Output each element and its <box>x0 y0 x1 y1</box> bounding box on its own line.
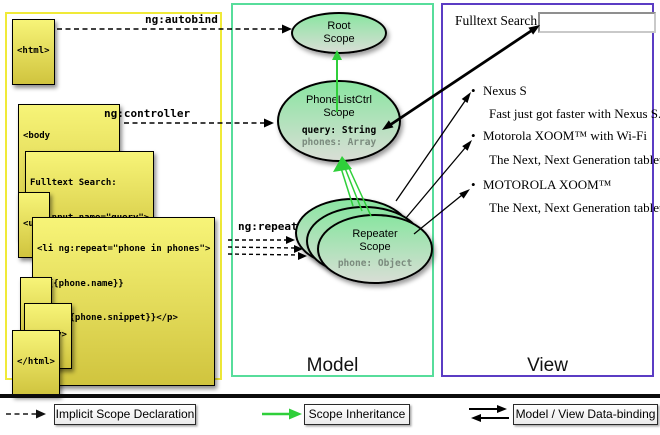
view-item-title: • Motorola XOOM™ with Wi-Fi <box>471 128 647 144</box>
scope-title: Scope <box>323 106 355 119</box>
model-column-frame <box>231 3 434 377</box>
view-search-input[interactable] <box>538 12 656 33</box>
code-box-html-open: <html> <box>12 19 55 85</box>
scope-title: Root <box>327 20 351 32</box>
scope-title: Scope <box>359 241 391 253</box>
root-scope-ellipse: Root Scope <box>291 12 387 54</box>
view-item-title: • Nexus S <box>471 83 527 99</box>
code-text: Fulltext Search: <box>30 178 117 188</box>
legend-binding-double-arrow-icon <box>469 405 509 422</box>
ng-controller-label: ng:controller <box>104 107 191 120</box>
code-text: {{phone.name}} <box>37 278 124 289</box>
ng-repeat-label: ng:repeat <box>238 220 298 233</box>
bullet-icon: • <box>471 83 476 98</box>
scope-title: PhoneListCtrl <box>305 93 373 106</box>
code-text: <html> <box>17 46 50 56</box>
view-item-title-text: Nexus S <box>483 83 527 98</box>
view-item-title: • MOTOROLA XOOM™ <box>471 177 611 193</box>
scope-property-phones: phones: Array <box>301 136 377 148</box>
legend-inheritance-arrow-icon <box>262 408 302 420</box>
repeater-scope-ellipse-front: Repeater Scope phone: Object <box>317 214 433 284</box>
view-search-label: Fulltext Search: <box>455 13 541 28</box>
code-text: </html> <box>17 357 55 367</box>
bullet-icon: • <box>471 177 476 192</box>
view-item-title-text: MOTOROLA XOOM™ <box>483 177 612 192</box>
bullet-icon: • <box>471 128 476 143</box>
scope-title: Scope <box>323 33 355 45</box>
legend-scope-inheritance-label: Scope Inheritance <box>304 404 410 425</box>
scope-title: Repeater <box>352 228 398 240</box>
phonelistctrl-scope-ellipse: PhoneListCtrl Scope query: String phones… <box>277 80 401 162</box>
legend-implicit-dashed-arrow-icon <box>6 409 46 419</box>
code-text: <body <box>23 131 51 141</box>
view-item-title-text: Motorola XOOM™ with Wi-Fi <box>483 128 648 143</box>
code-text: <p>{{phone.snippet}}</p> <box>37 313 178 323</box>
legend-implicit-scope-label: Implicit Scope Declaration <box>54 404 196 425</box>
code-text: <li ng:repeat="phone in phones"> <box>37 244 211 254</box>
code-box-li-repeat: <li ng:repeat="phone in phones"> {{phone… <box>32 217 216 386</box>
scope-property-query: query: String <box>301 124 377 136</box>
model-column-label: Model <box>306 355 359 376</box>
ng-autobind-label: ng:autobind <box>145 13 218 26</box>
legend-divider <box>0 394 660 398</box>
view-column-label: View <box>527 355 568 376</box>
view-item-desc: The Next, Next Generation tablet. <box>489 152 660 167</box>
scope-property-phone: phone: Object <box>337 258 413 269</box>
code-box-html-close: </html> <box>12 330 60 396</box>
legend-data-binding-label: Model / View Data-binding <box>513 404 658 425</box>
view-item-desc: The Next, Next Generation tablet. <box>489 200 660 215</box>
view-item-desc: Fast just got faster with Nexus S. <box>489 106 660 121</box>
